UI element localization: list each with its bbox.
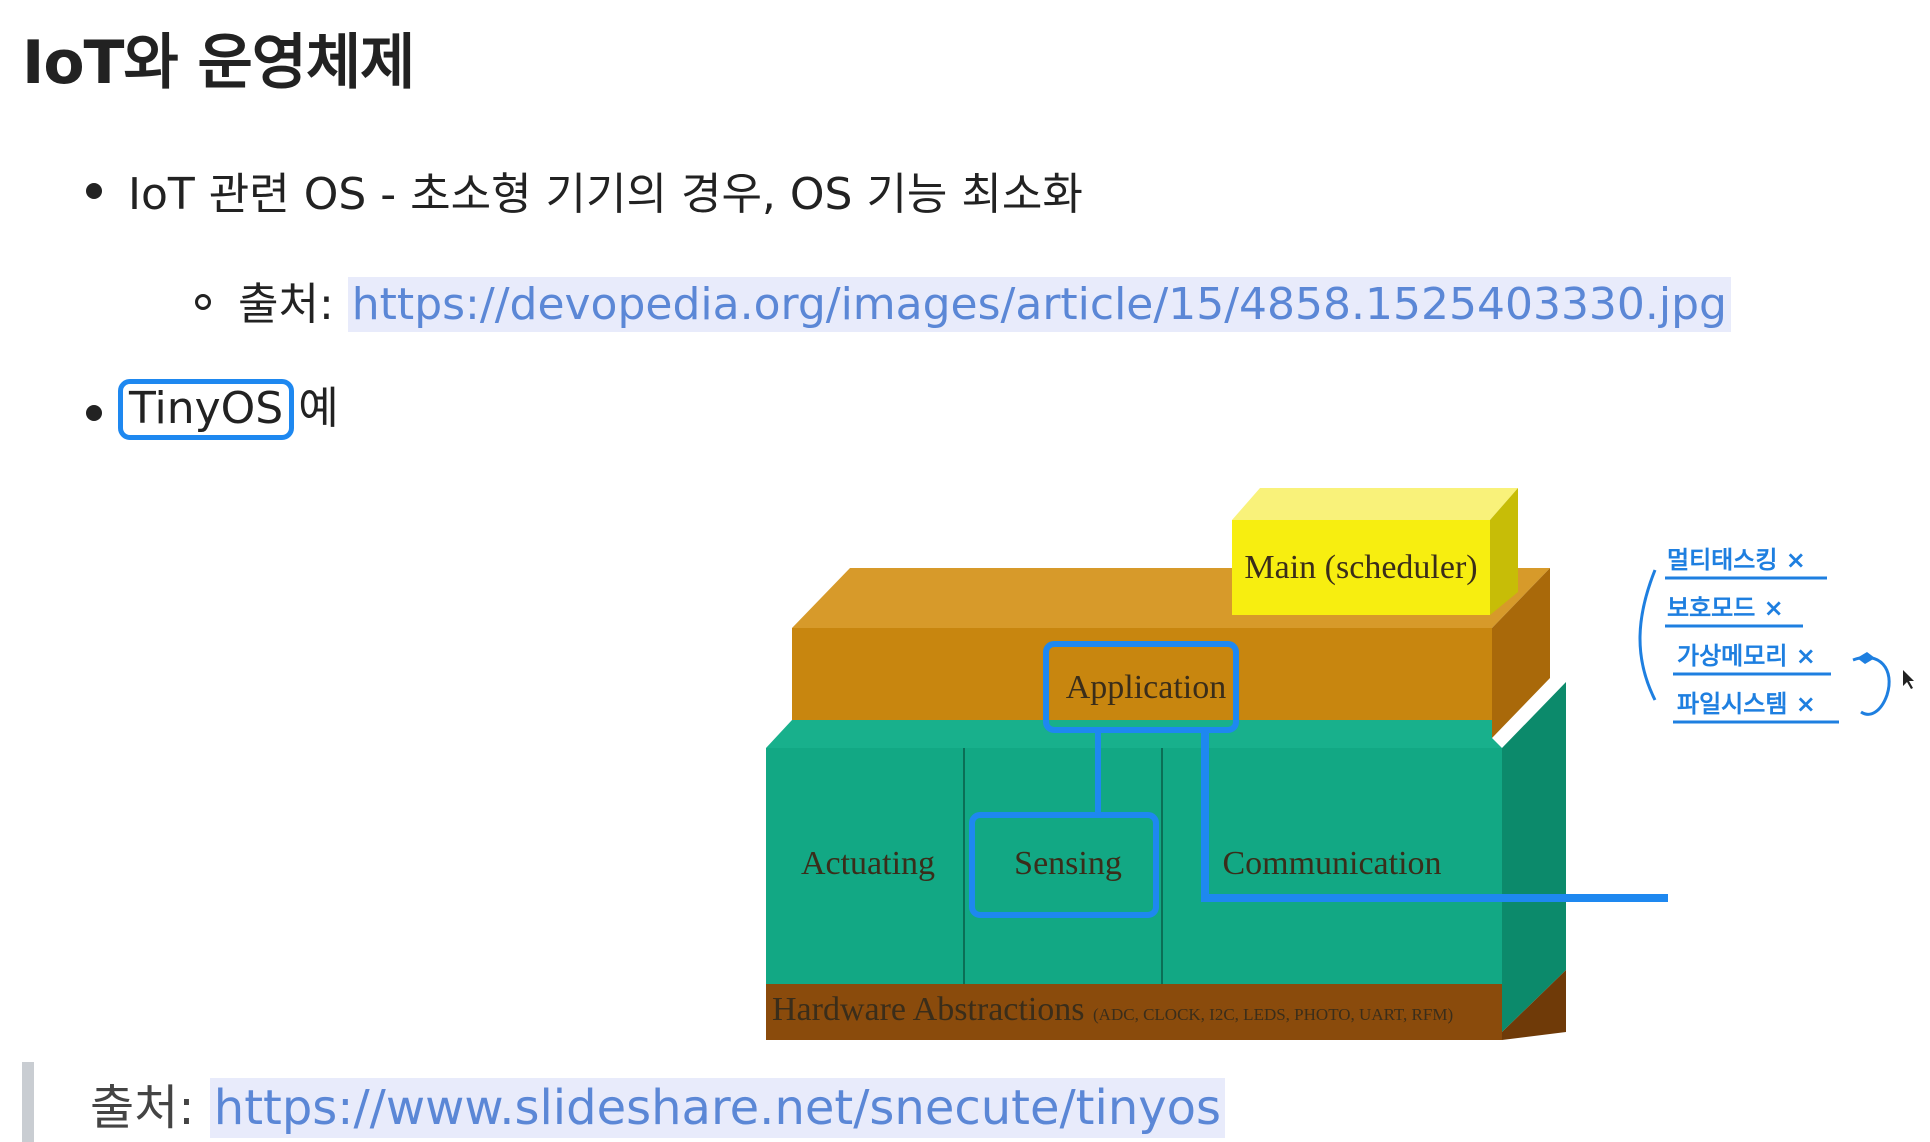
- note-multitasking: 멀티태스킹 ×: [1667, 546, 1806, 574]
- sub-bullet-ring: [195, 294, 211, 310]
- sub-bullet-source: 출처: https://devopedia.org/images/article…: [238, 268, 1731, 332]
- actuating-label: Actuating: [801, 845, 935, 882]
- hardware-side: [1502, 970, 1566, 1040]
- footer-source: 출처: https://www.slideshare.net/snecute/t…: [90, 1068, 1226, 1138]
- page-title: IoT와 운영체제: [22, 28, 415, 98]
- communication-label: Communication: [1222, 845, 1441, 882]
- source-link-devopedia[interactable]: https://devopedia.org/images/article/15/…: [347, 277, 1731, 332]
- curly-arrow: [1852, 656, 1891, 716]
- main-scheduler-label: Main (scheduler): [1244, 549, 1477, 586]
- connector-line: [1201, 730, 1668, 902]
- source-label: 출처:: [238, 279, 334, 330]
- note-file-system: 파일시스템 ×: [1677, 690, 1816, 718]
- mouse-cursor-icon: [1903, 670, 1914, 689]
- main-front: [1232, 520, 1490, 615]
- application-highlight-box: [1043, 641, 1239, 733]
- module-layer-top-strip: [766, 720, 1502, 748]
- sensing-label: Sensing: [1014, 845, 1122, 882]
- module-layer-side: [1502, 682, 1566, 1032]
- tinyos-suffix: 예: [298, 383, 339, 434]
- source-link-slideshare[interactable]: https://www.slideshare.net/snecute/tinyo…: [209, 1078, 1226, 1138]
- bracket-line: [1638, 569, 1657, 701]
- note-protected-mode: 보호모드 ×: [1667, 594, 1784, 622]
- pen-scribble: [1857, 652, 1875, 664]
- hardware-front: [766, 984, 1502, 1040]
- app-layer-side: [1492, 568, 1550, 738]
- hardware-label: Hardware Abstractions (ADC, CLOCK, I2C, …: [772, 991, 1453, 1028]
- blockquote-bar: [22, 1062, 34, 1142]
- bullet-dot: [86, 405, 102, 421]
- footer-source-label: 출처:: [90, 1080, 195, 1136]
- application-label: Application: [1066, 669, 1227, 706]
- bullet-iot-os: IoT 관련 OS - 초소형 기기의 경우, OS 기능 최소화: [128, 169, 1083, 220]
- main-side: [1490, 488, 1518, 615]
- note-virtual-memory: 가상메모리 ×: [1677, 642, 1816, 670]
- tinyos-architecture-diagram: Main (scheduler) Application Actuating S…: [766, 488, 1668, 1040]
- main-top: [1232, 488, 1518, 520]
- tinyos-highlight: TinyOS: [118, 379, 295, 440]
- handwritten-notes: 멀티태스킹 × 보호모드 × 가상메모리 × 파일시스템 ×: [1638, 546, 1914, 724]
- bullet-dot: [86, 183, 102, 199]
- sensing-highlight-box: [969, 812, 1159, 918]
